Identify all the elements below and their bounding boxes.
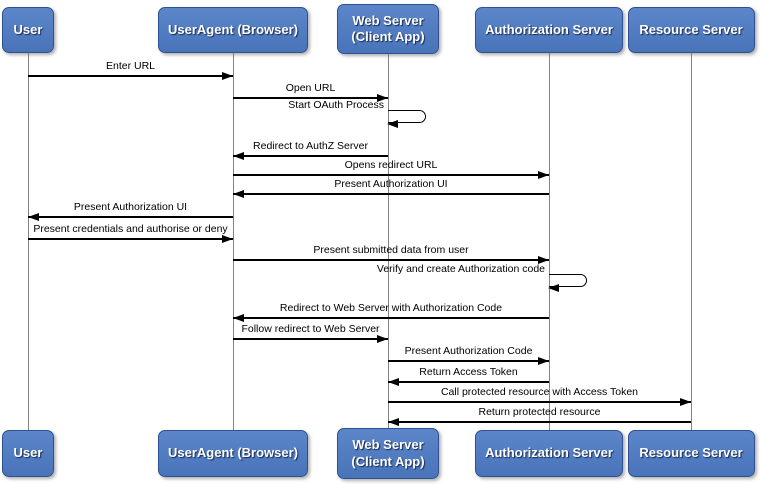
actor-box-resourceserver-bottom: Resource Server bbox=[627, 430, 755, 477]
message-arrowhead bbox=[233, 151, 244, 160]
self-message-loop bbox=[548, 274, 587, 292]
lifeline-resourceserver bbox=[691, 53, 692, 431]
message-arrow-line bbox=[388, 421, 691, 423]
message-label: Return protected resource bbox=[478, 406, 601, 418]
message-label: Present Authorization UI bbox=[73, 201, 188, 213]
message-label: Return Access Token bbox=[419, 366, 518, 378]
message-arrow-line bbox=[388, 401, 691, 403]
message-arrowhead bbox=[377, 93, 388, 102]
self-message-label: Verify and create Authorization code bbox=[376, 263, 545, 275]
message-arrow-line bbox=[233, 193, 549, 195]
actor-box-useragent-top: UserAgent (Browser) bbox=[158, 7, 308, 53]
message-arrowhead bbox=[377, 334, 388, 343]
message-label: Follow redirect to Web Server bbox=[241, 323, 380, 335]
message-arrow-line bbox=[388, 381, 549, 383]
message-label: Opens redirect URL bbox=[344, 159, 438, 171]
actor-box-user-top: User bbox=[2, 7, 54, 53]
message-arrow-line bbox=[28, 238, 233, 240]
message-arrow-line bbox=[388, 360, 549, 362]
message-arrow-line bbox=[233, 155, 388, 157]
message-label: Present Authorization UI bbox=[334, 178, 448, 190]
self-message-label: Start OAuth Process bbox=[288, 99, 384, 111]
message-arrowhead bbox=[538, 170, 549, 179]
message-arrow-line bbox=[233, 97, 388, 99]
message-arrowhead bbox=[233, 189, 244, 198]
self-message-arrowhead bbox=[387, 119, 398, 128]
message-arrow-line bbox=[28, 75, 233, 77]
message-label: Present credentials and authorise or den… bbox=[33, 223, 228, 235]
lifeline-user bbox=[28, 53, 29, 431]
message-label: Redirect to Web Server with Authorizatio… bbox=[279, 302, 503, 314]
message-arrowhead bbox=[388, 377, 399, 386]
message-arrow-line bbox=[233, 259, 549, 261]
message-label: Present submitted data from user bbox=[313, 244, 469, 256]
message-arrow-line bbox=[28, 216, 233, 218]
message-arrowhead bbox=[222, 234, 233, 243]
message-arrowhead bbox=[222, 71, 233, 80]
self-message-arrowhead bbox=[548, 283, 559, 292]
message-label: Redirect to AuthZ Server bbox=[253, 140, 368, 152]
message-label: Present Authorization Code bbox=[404, 345, 533, 357]
message-arrowhead bbox=[28, 212, 39, 221]
actor-box-authserver-top: Authorization Server bbox=[475, 7, 623, 53]
message-arrowhead bbox=[538, 356, 549, 365]
self-message-loop bbox=[387, 110, 426, 128]
actor-box-authserver-bottom: Authorization Server bbox=[475, 430, 623, 477]
message-label: Call protected resource with Access Toke… bbox=[440, 386, 639, 398]
message-arrowhead bbox=[680, 397, 691, 406]
message-arrow-line bbox=[233, 317, 549, 319]
message-arrowhead bbox=[538, 255, 549, 264]
lifeline-useragent bbox=[233, 53, 234, 431]
message-arrow-line bbox=[233, 338, 388, 340]
message-arrow-line bbox=[233, 174, 549, 176]
message-arrowhead bbox=[233, 313, 244, 322]
actor-box-useragent-bottom: UserAgent (Browser) bbox=[158, 430, 308, 477]
actor-box-webserver-top: Web Server (Client App) bbox=[337, 4, 439, 54]
actor-box-webserver-bottom: Web Server (Client App) bbox=[337, 428, 439, 479]
message-label: Enter URL bbox=[105, 60, 156, 72]
message-label: Open URL bbox=[285, 82, 336, 94]
actor-box-resourceserver-top: Resource Server bbox=[627, 7, 755, 53]
lifeline-authserver bbox=[549, 53, 550, 431]
message-arrowhead bbox=[388, 417, 399, 426]
lifeline-webserver bbox=[388, 53, 389, 431]
actor-box-user-bottom: User bbox=[2, 430, 54, 477]
